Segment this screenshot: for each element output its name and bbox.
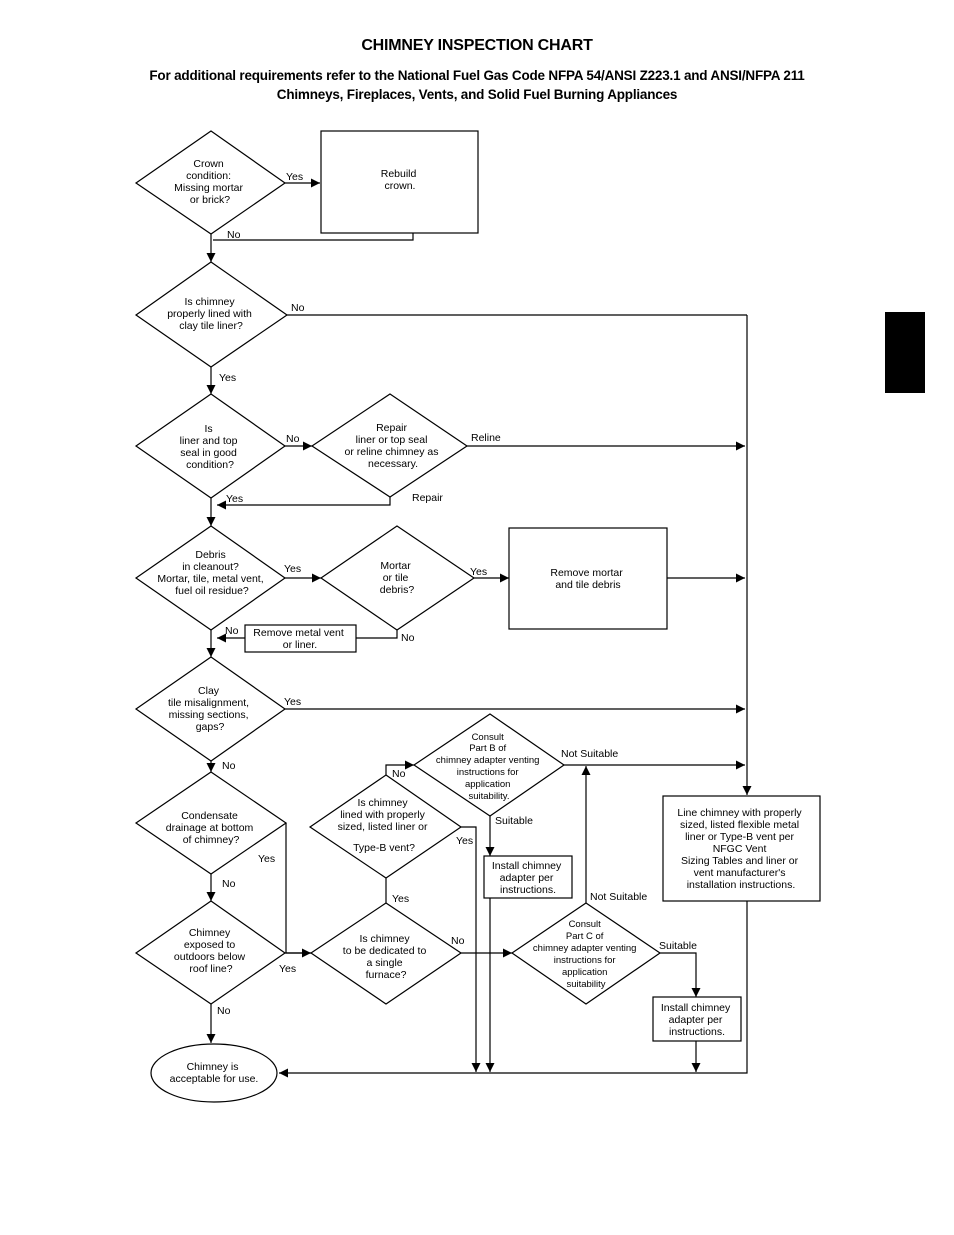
svg-text:Mortar or tile deb: Mortar or tile debris? bbox=[380, 560, 415, 596]
label-consult-b-suitable: Suitable bbox=[495, 815, 533, 827]
svg-text:Install chimney adapter: Install chimney adapter per instructions… bbox=[492, 860, 564, 896]
connectors bbox=[206, 178, 752, 1078]
label-liner-yes: Yes bbox=[226, 493, 243, 505]
section-tab bbox=[885, 312, 925, 393]
label-debris-yes: Yes bbox=[284, 563, 301, 575]
svg-text:Is chimney properly line: Is chimney properly lined with clay tile… bbox=[167, 296, 255, 332]
label-crown-yes: Yes bbox=[286, 171, 303, 183]
label-lined-yes: Yes bbox=[219, 372, 236, 384]
diamond-condensate: Condensate drainage at bottom of chimney… bbox=[134, 771, 288, 875]
svg-text:Chimney is acceptable fo: Chimney is acceptable for use. bbox=[170, 1061, 259, 1085]
diamond-lined-listed: Is chimney lined with properly sized, li… bbox=[308, 774, 463, 879]
svg-text:Condensate drainage at b: Condensate drainage at bottom of chimney… bbox=[166, 810, 256, 846]
diamond-clay-tile: Clay tile misalignment, missing sections… bbox=[134, 656, 287, 762]
box-install-adapter-b: Install chimney adapter per instructions… bbox=[483, 855, 573, 899]
label-reline: Reline bbox=[471, 432, 501, 444]
diamond-debris: Debris in cleanout? Mortar, tile, metal … bbox=[134, 525, 287, 631]
svg-text:Debris in cleanout?: Debris in cleanout? Mortar, tile, metal … bbox=[157, 549, 266, 597]
svg-text:Is liner and top s: Is liner and top seal in good condition? bbox=[180, 423, 241, 471]
svg-text:Remove mortar and tile d: Remove mortar and tile debris bbox=[550, 567, 625, 591]
label-mortar-yes: Yes bbox=[470, 566, 487, 578]
label-lined-no: No bbox=[291, 302, 305, 314]
label-consult-c-suitable: Suitable bbox=[659, 940, 697, 952]
diamond-crown-condition: Crown condition: Missing mortar or brick… bbox=[134, 130, 287, 235]
label-consult-c-not-suitable: Not Suitable bbox=[590, 891, 647, 903]
label-condensate-yes: Yes bbox=[258, 853, 275, 865]
svg-text:Consult Part B of: Consult Part B of chimney adapter ventin… bbox=[436, 732, 542, 802]
diamond-repair: Repair liner or top seal or reline chimn… bbox=[310, 393, 469, 498]
label-exposed-yes: Yes bbox=[279, 963, 296, 975]
label-dedicated-no: No bbox=[451, 935, 465, 947]
label-condensate-no: No bbox=[222, 878, 236, 890]
box-rebuild-crown: Rebuild crown. bbox=[320, 130, 479, 234]
subtitle-line-1: For additional requirements refer to the… bbox=[149, 68, 805, 83]
diamond-properly-lined: Is chimney properly lined with clay tile… bbox=[134, 261, 289, 368]
diamond-consult-part-b: Consult Part B of chimney adapter ventin… bbox=[412, 713, 566, 817]
label-crown-no: No bbox=[227, 229, 241, 241]
edge-labels: Yes No No Yes No Reline Repair Yes Yes Y… bbox=[217, 171, 697, 1017]
svg-text:Install chimney adapter: Install chimney adapter per instructions… bbox=[661, 1002, 733, 1038]
diamond-liner-good: Is liner and top seal in good condition? bbox=[134, 393, 287, 499]
page-title: CHIMNEY INSPECTION CHART bbox=[361, 37, 593, 54]
oval-chimney-acceptable: Chimney is acceptable for use. bbox=[150, 1043, 278, 1103]
svg-text:Rebuild crown.: Rebuild crown. bbox=[381, 168, 420, 192]
box-line-chimney: Line chimney with properly sized, listed… bbox=[662, 795, 821, 902]
svg-text:Repair liner or top seal: Repair liner or top seal or reline chimn… bbox=[345, 422, 442, 470]
svg-text:Clay tile misalignment,: Clay tile misalignment, missing sections… bbox=[168, 685, 252, 733]
svg-text:Remove metal vent or lin: Remove metal vent or liner. bbox=[253, 627, 346, 651]
label-clay-yes: Yes bbox=[284, 696, 301, 708]
diamond-mortar-debris: Mortar or tile debris? bbox=[319, 525, 476, 631]
label-repair: Repair bbox=[412, 492, 443, 504]
label-consult-b-not-suitable: Not Suitable bbox=[561, 748, 618, 760]
box-remove-metal-vent: Remove metal vent or liner. bbox=[244, 624, 357, 653]
box-remove-mortar: Remove mortar and tile debris bbox=[508, 527, 668, 630]
svg-text:Consult Part C of: Consult Part C of chimney adapter ventin… bbox=[533, 919, 639, 990]
label-mortar-no: No bbox=[401, 632, 415, 644]
svg-text:Chimney exposed to: Chimney exposed to outdoors below roof l… bbox=[174, 927, 248, 975]
label-clay-no: No bbox=[222, 760, 236, 772]
label-exposed-no: No bbox=[217, 1005, 231, 1017]
label-liner-no: No bbox=[286, 433, 300, 445]
diamond-consult-part-c: Consult Part C of chimney adapter ventin… bbox=[510, 902, 662, 1005]
svg-text:Is chimney lined with pr: Is chimney lined with properly sized, li… bbox=[338, 797, 431, 854]
svg-text:Line chimney with properly: Line chimney with properly sized, listed… bbox=[677, 807, 804, 891]
crown-text: Crown condition: Missing mortar or brick… bbox=[174, 158, 246, 206]
diamond-dedicated-furnace: Is chimney to be dedicated to a single f… bbox=[309, 902, 463, 1005]
box-install-adapter-c: Install chimney adapter per instructions… bbox=[652, 996, 742, 1042]
subtitle-line-2: Chimneys, Fireplaces, Vents, and Solid F… bbox=[276, 87, 678, 102]
diamond-exposed-outdoors: Chimney exposed to outdoors below roof l… bbox=[134, 900, 287, 1005]
label-lined-listed-yes: Yes bbox=[456, 835, 473, 847]
label-debris-no: No bbox=[225, 625, 239, 637]
label-lined-listed-no: No bbox=[392, 768, 406, 780]
svg-text:Is chimney to be dedicat: Is chimney to be dedicated to a single f… bbox=[343, 933, 429, 981]
label-dedicated-yes: Yes bbox=[392, 893, 409, 905]
